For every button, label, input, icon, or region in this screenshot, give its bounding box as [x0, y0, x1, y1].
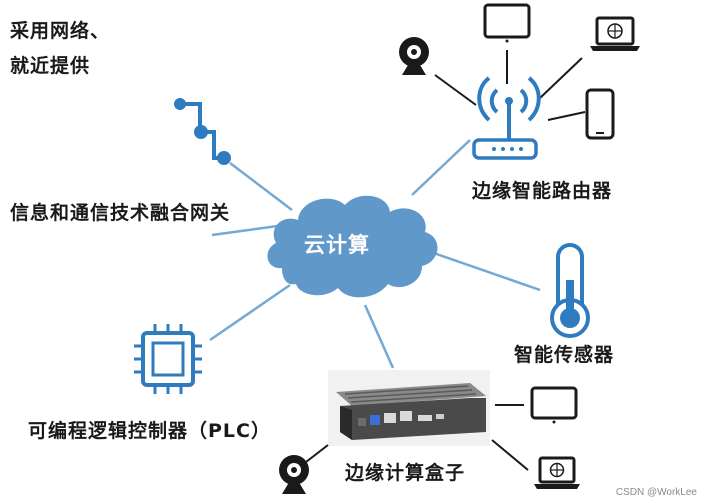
edge-laptop-icon [534, 456, 580, 489]
router-label: 边缘智能路由器 [472, 180, 613, 202]
watermark: CSDN @WorkLee [615, 487, 697, 498]
line-to-sensor [424, 248, 541, 292]
network-connection-icon [174, 98, 231, 165]
tablet-icon [483, 3, 531, 43]
gateway-label: 信息和通信技术融合网关 [10, 202, 231, 224]
phone-icon [585, 88, 615, 140]
edge-box-peripherals [279, 386, 580, 494]
line-to-edge-box [363, 304, 395, 369]
plc-label: 可编程逻辑控制器（PLC） [28, 420, 271, 442]
edge-box-device [328, 370, 490, 446]
network-label-line1: 采用网络、 [10, 20, 111, 42]
wifi-router-icon [472, 76, 541, 160]
edge-webcam-icon [279, 455, 309, 494]
plc-chip-icon [134, 324, 202, 394]
edge-box-label: 边缘计算盒子 [345, 462, 466, 484]
cloud-shape [267, 195, 438, 298]
router-cluster [399, 3, 640, 160]
router-device-lines [434, 50, 586, 121]
thermometer-icon [550, 243, 590, 338]
connector-lines [209, 139, 541, 369]
cloud-label: 云计算 [304, 233, 370, 257]
line-to-plc [209, 283, 291, 342]
line-to-router [411, 139, 471, 196]
webcam-icon [399, 37, 429, 75]
line-to-network-icon [229, 162, 293, 211]
network-label-line2: 就近提供 [10, 55, 91, 77]
sensor-label: 智能传感器 [514, 344, 615, 366]
edge-tablet-icon [530, 386, 578, 424]
laptop-icon [590, 16, 640, 51]
